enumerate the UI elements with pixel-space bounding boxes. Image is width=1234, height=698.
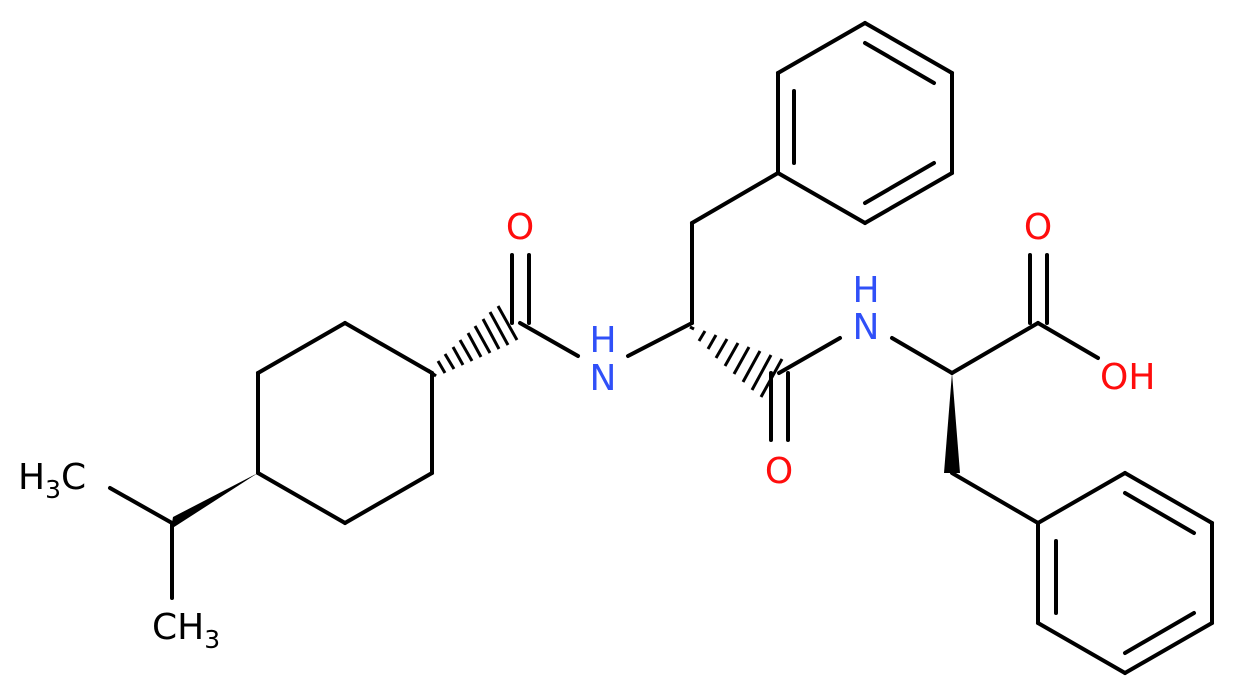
bond-phenyl-top-6: [776, 171, 867, 225]
bond-alpha-right-to-acid: [950, 321, 1040, 375]
atom-methyl-top-h: H: [18, 457, 45, 498]
wedge-ring-to-isopropyl: [171, 473, 258, 529]
bond-acid-c-oh: [1036, 321, 1100, 360]
atom-o-carbonyl-left: O: [506, 207, 534, 248]
bond-ch2-to-phenyl-top: [690, 171, 780, 225]
atom-o-acid: O: [1024, 207, 1052, 248]
bond-phenyl-bottom-1: [1036, 471, 1127, 525]
atom-h-nh-left: H: [589, 320, 616, 361]
bond-phenyl-top-inner-2: [863, 41, 936, 85]
bond-phenyl-bottom-5: [1036, 621, 1127, 675]
bond-phenyl-top-2: [776, 21, 867, 75]
bond-phenyl-top-5: [863, 171, 954, 225]
bond-phenyl-top-inner-3: [863, 161, 936, 205]
bond-phenyl-bottom-4: [1123, 621, 1214, 675]
bond-nh-right-to-alpha: [890, 336, 954, 375]
bond-carbonyl-mid-to-nh-right: [777, 336, 842, 375]
bond-phenyl-bottom-inner-2: [1123, 611, 1196, 655]
bond-ch2-bottom-to-phenyl: [950, 471, 1040, 525]
atom-methyl-bottom: CH3: [152, 607, 220, 654]
wedge-bonds: [171, 373, 960, 529]
atom-methyl-bottom-sub: 3: [204, 625, 220, 654]
atom-oh-o: O: [1100, 357, 1128, 398]
bond-isopropyl-methyl-top: [108, 486, 174, 525]
atom-methyl-top: H3C: [18, 457, 86, 504]
atom-oh-h: H: [1128, 357, 1155, 398]
bond-nh-left-to-alpha: [626, 321, 694, 358]
atom-methyl-bottom-c: C: [152, 607, 177, 648]
wedge-alpha-right-to-ch2: [944, 373, 960, 473]
bond-cyclohexane-3: [343, 471, 434, 525]
bond-cyclohexane-1: [343, 321, 434, 375]
atom-n-nh-left: N: [590, 358, 617, 399]
bond-phenyl-bottom-2: [1123, 471, 1214, 525]
atom-oh: OH: [1100, 357, 1155, 398]
bond-phenyl-bottom-inner-1: [1123, 491, 1196, 535]
bonds: [108, 21, 1214, 675]
atom-methyl-bottom-h: H: [177, 607, 204, 648]
bond-cyclohexane-4: [256, 471, 347, 525]
atom-o-carbonyl-mid: O: [765, 451, 793, 492]
atom-labels: O H N O H N O OH H3C CH3: [18, 207, 1155, 654]
atom-n-nh-right: N: [853, 307, 880, 348]
atom-methyl-top-c: C: [61, 457, 86, 498]
atom-h-nh-right: H: [852, 270, 879, 311]
bond-carbonyl-to-nh-left: [518, 321, 580, 358]
hashed-bond-ring-to-carbonyl: [427, 305, 519, 378]
hashed-bond-alpha-to-carbonyl: [689, 325, 784, 398]
bond-phenyl-top-3: [863, 21, 954, 75]
bond-cyclohexane-6: [256, 321, 347, 375]
atom-methyl-top-sub: 3: [45, 475, 61, 504]
